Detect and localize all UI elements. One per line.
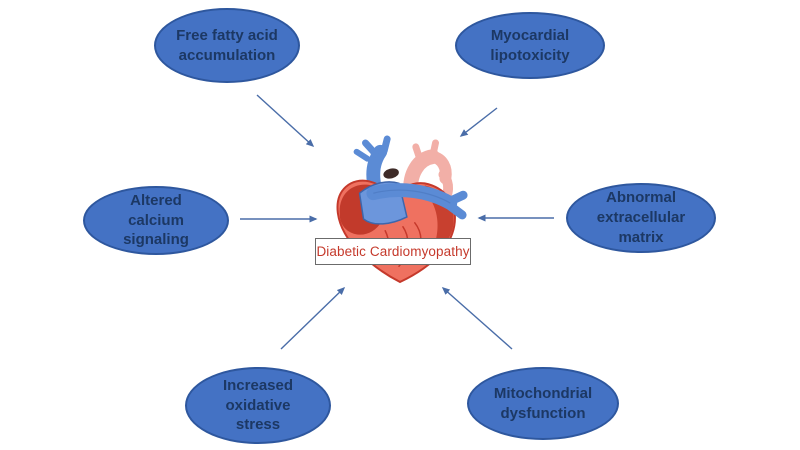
heart-illustration (326, 132, 474, 290)
center-label-text: Diabetic Cardiomyopathy (316, 244, 470, 259)
node-increased-oxidative-stress: Increased oxidative stress (185, 367, 331, 444)
arrow-from-free-fatty-acid (256, 94, 315, 148)
arrow-from-myocardial (459, 107, 498, 137)
node-label: Free fatty acid accumulation (176, 26, 278, 64)
node-label: Myocardial lipotoxicity (490, 26, 570, 64)
node-label: Altered calcium signaling (123, 191, 189, 249)
node-mitochondrial-dysfunction: Mitochondrial dysfunction (467, 367, 619, 440)
node-free-fatty-acid-accumulation: Free fatty acid accumulation (154, 8, 300, 83)
arrow-from-mitochondrial (441, 287, 513, 350)
node-myocardial-lipotoxicity: Myocardial lipotoxicity (455, 12, 605, 79)
node-abnormal-extracellular-matrix: Abnormal extracellular matrix (566, 183, 716, 253)
node-altered-calcium-signaling: Altered calcium signaling (83, 186, 229, 255)
node-label: Abnormal extracellular matrix (596, 189, 686, 246)
node-label: Mitochondrial dysfunction (493, 384, 593, 422)
arrow-from-oxidative-stress (280, 286, 346, 350)
center-label-box: Diabetic Cardiomyopathy (315, 238, 471, 265)
node-label: Increased oxidative stress (222, 376, 294, 434)
